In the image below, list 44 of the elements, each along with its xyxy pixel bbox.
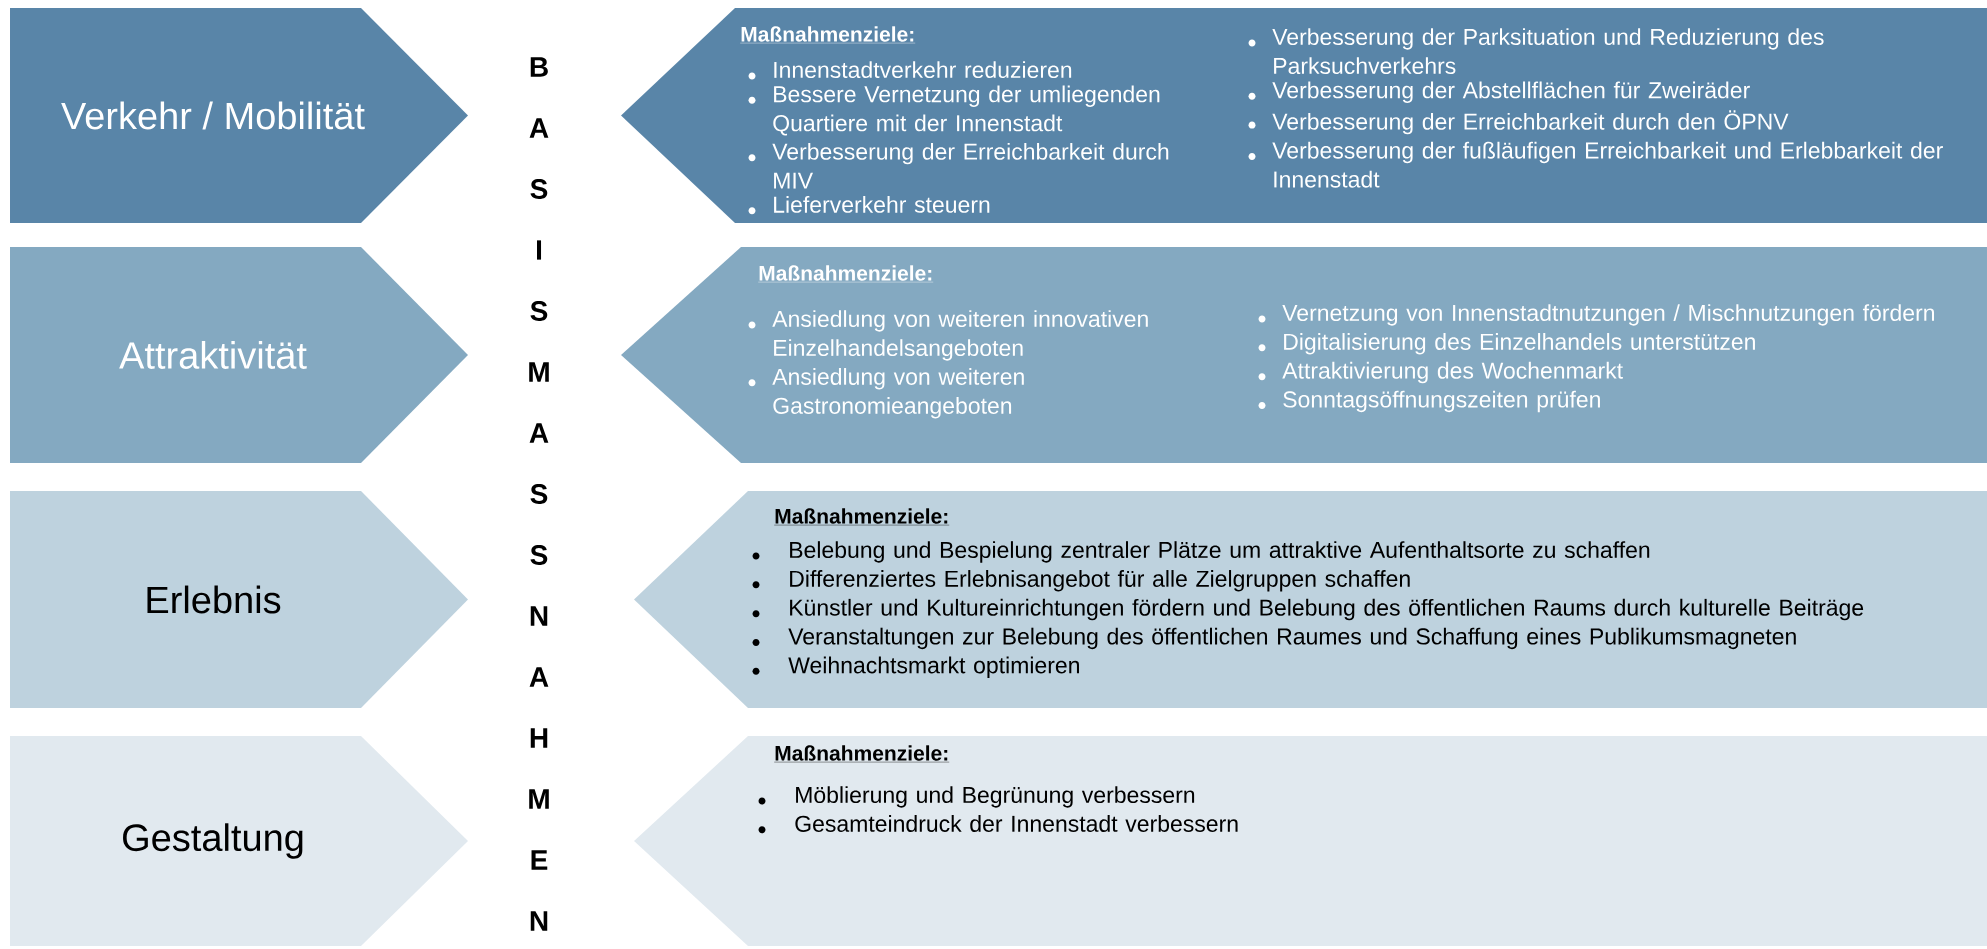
bullet-item: Verbesserung der fußläufigen Erreichbarkeit und Erlebbarkeit der Innenstadt	[1272, 141, 1943, 188]
bullet-item: Belebung und Bespielung zentraler Plätze um attraktive Aufenthaltsorte zu schaffen	[790, 541, 1650, 563]
category-label: Attraktivität	[119, 341, 307, 369]
bullet-item: Innenstadtverkehr reduzieren	[774, 61, 1072, 79]
bullet-item: Veranstaltungen zur Belebung des öffentlichen Raumes und Schaffung eines Publikumsmagneten	[788, 627, 1796, 650]
bullet-item: Ansiedlung von weiteren Gastronomieangeboten	[772, 368, 1024, 419]
bullet-item: Differenziertes Erlebnisangebot für alle Zielgruppen schaffen	[790, 570, 1410, 592]
vertical-letter: M	[529, 789, 549, 809]
vertical-letter: S	[530, 179, 548, 199]
bullet-item: Ansiedlung von weiteren innovativen Einzelhandelsangeboten	[772, 310, 1148, 361]
vertical-letter: S	[530, 545, 548, 565]
heading: Maßnahmenziele:	[758, 265, 934, 283]
vertical-letter: S	[530, 484, 548, 504]
bullet-item: Digitalisierung des Einzelhandels unterstützen	[1284, 333, 1755, 355]
category-label: Gestaltung	[123, 823, 303, 859]
bullet-item: Attraktivierung des Wochenmarkt	[1282, 361, 1623, 384]
bullet-item: Möblierung und Begrünung verbessern	[796, 786, 1195, 808]
bullet-item: Sonntagsöffnungszeiten prüfen	[1283, 390, 1600, 413]
bullet-item: Vernetzung von Innenstadtnutzungen / Mischnutzungen fördern	[1282, 304, 1934, 326]
category-label: Verkehr / Mobilität	[61, 101, 365, 130]
bullet-item: Verbesserung der Erreichbarkeit durch den ÖPNV	[1272, 110, 1789, 135]
vertical-letter: S	[530, 301, 548, 321]
vertical-letter: I	[537, 240, 542, 260]
vertical-letter: N	[530, 911, 548, 931]
vertical-letter: A	[529, 423, 549, 443]
bullet-item: Weihnachtsmarkt optimieren	[788, 656, 1079, 678]
bullet-item: Künstler und Kultureinrichtungen fördern und Belebung des öffentlichen Raums durch kulturelle Beiträge	[790, 598, 1864, 621]
bullet-item: Verbesserung der Erreichbarkeit durch MIV	[772, 142, 1169, 189]
heading: Maßnahmenziele:	[774, 508, 950, 526]
bullet-item: Verbesserung der Abstellflächen für Zweiräder	[1272, 81, 1750, 103]
vertical-letter: E	[531, 850, 548, 870]
vertical-letter: A	[529, 667, 549, 687]
bullet-item: Verbesserung der Parksituation und Reduzierung des Parksuchverkehrs	[1272, 28, 1824, 75]
bullet-item: Bessere Vernetzung der umliegenden Quartiere mit der Innenstadt	[773, 85, 1160, 136]
vertical-letter: B	[530, 57, 548, 77]
heading: Maßnahmenziele:	[774, 745, 950, 763]
vertical-letter: N	[530, 606, 548, 626]
heading: Maßnahmenziele:	[740, 26, 916, 44]
bullet-item: Lieferverkehr steuern	[774, 195, 990, 213]
vertical-letter: M	[529, 362, 549, 382]
category-label: Erlebnis	[147, 585, 281, 614]
bullet-item: Gesamteindruck der Innenstadt verbessern	[795, 815, 1238, 832]
vertical-letter: A	[529, 118, 549, 138]
vertical-letter: H	[530, 728, 548, 748]
